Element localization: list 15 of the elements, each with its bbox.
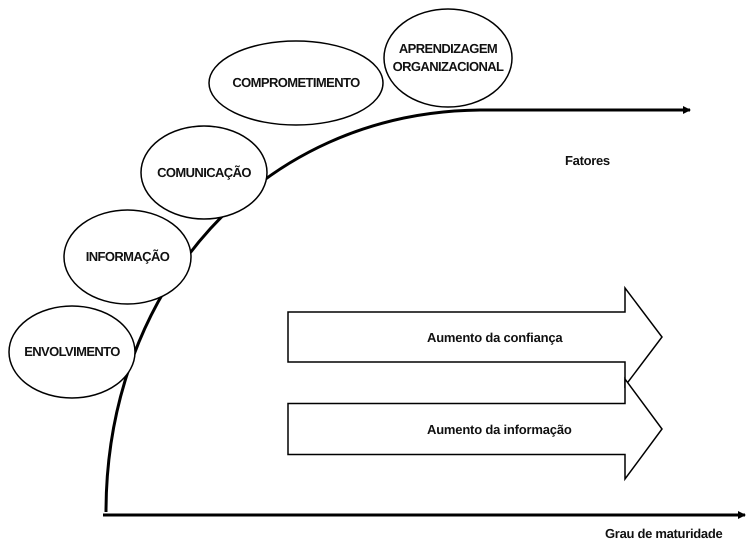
- node-text: Aumento da confiança: [427, 330, 562, 344]
- ellipse-node: [63, 209, 192, 305]
- node-text: ENVOLVIMENTO: [24, 343, 120, 361]
- node-text: COMPROMETIMENTO: [232, 74, 360, 92]
- node-text: COMUNICAÇÃO: [157, 164, 251, 182]
- block-arrow: [287, 378, 663, 480]
- ellipse-node: [208, 40, 384, 126]
- ellipse-node: [8, 305, 136, 399]
- node-text: Aumento da informação: [427, 422, 572, 436]
- node-text: INFORMAÇÃO: [86, 248, 170, 266]
- node-text: APRENDIZAGEM ORGANIZACIONAL: [392, 40, 504, 76]
- axis-label: Grau de maturidade: [605, 526, 722, 541]
- ellipse-node: [383, 8, 513, 108]
- curve-label: Fatores: [565, 153, 610, 168]
- ellipse-node: [140, 125, 268, 220]
